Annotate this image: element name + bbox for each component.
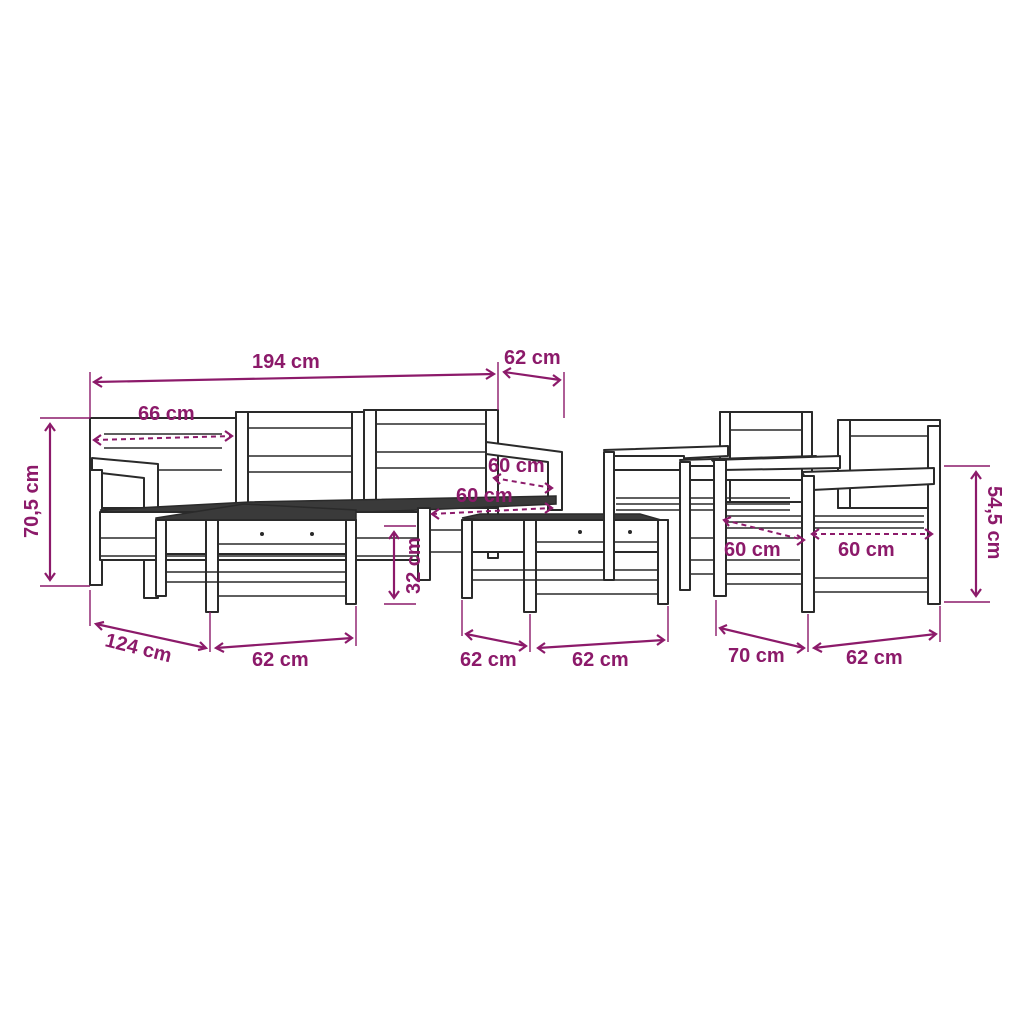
dim-line-sofa-width: [93, 372, 495, 384]
dim-line-chair-depth-inner: [723, 519, 805, 541]
label-footstool-mid-width: 62 cm: [572, 649, 629, 671]
label-chair-depth: 70 cm: [728, 645, 785, 667]
label-sofa-width: 194 cm: [252, 351, 320, 373]
footstool-left-illustration: [155, 503, 357, 613]
footstool-left-apron: [155, 519, 357, 555]
footstool-middle-leg-front: [523, 519, 537, 613]
label-module-width: 66 cm: [138, 403, 195, 425]
dim-line-sofa-depth: [503, 370, 561, 382]
label-chair-depth-inner: 60 cm: [724, 539, 781, 561]
armchair-left-leg-front: [679, 461, 691, 591]
footstool-middle-apron: [461, 519, 669, 553]
label-chair-width-inner: 60 cm: [838, 539, 895, 561]
label-chair-height: 54,5 cm: [983, 486, 1005, 559]
armchair-right-leg-front: [801, 475, 815, 613]
label-table-height: 32 cm: [403, 537, 425, 594]
footstool-left-leg-front: [205, 519, 219, 613]
armchair-right-illustration: [711, 419, 941, 613]
dimension-labels: 194 cm 62 cm 66 cm 70,5 cm 60 cm 60 cm 3…: [21, 347, 1005, 671]
footstool-middle-illustration: [461, 513, 669, 613]
dim-line-seat-width: [431, 507, 553, 515]
dimension-lines: [40, 362, 990, 654]
label-footstool-mid-depth: 62 cm: [460, 649, 517, 671]
dim-line-seat-depth: [493, 477, 553, 489]
label-sofa-depth: 62 cm: [504, 347, 561, 369]
label-seat-width: 60 cm: [456, 485, 513, 507]
dim-line-footstool-left-width: [215, 636, 353, 650]
label-chair-width: 62 cm: [846, 647, 903, 669]
label-sofa-arm-width: 124 cm: [103, 630, 174, 668]
dim-line-footstool-mid-width: [537, 638, 665, 650]
sofa-middle-back: [235, 411, 365, 509]
dim-line-chair-depth: [719, 626, 805, 650]
label-seat-depth: 60 cm: [488, 455, 545, 477]
dim-line-footstool-mid-depth: [465, 632, 527, 648]
dim-line-chair-width: [813, 632, 937, 650]
label-footstool-left-width: 62 cm: [252, 649, 309, 671]
dim-line-sofa-arm-width: [95, 622, 207, 650]
label-sofa-height: 70,5 cm: [21, 465, 43, 538]
armchair-right-back: [837, 419, 941, 509]
armchair-left-illustration: [603, 411, 817, 591]
